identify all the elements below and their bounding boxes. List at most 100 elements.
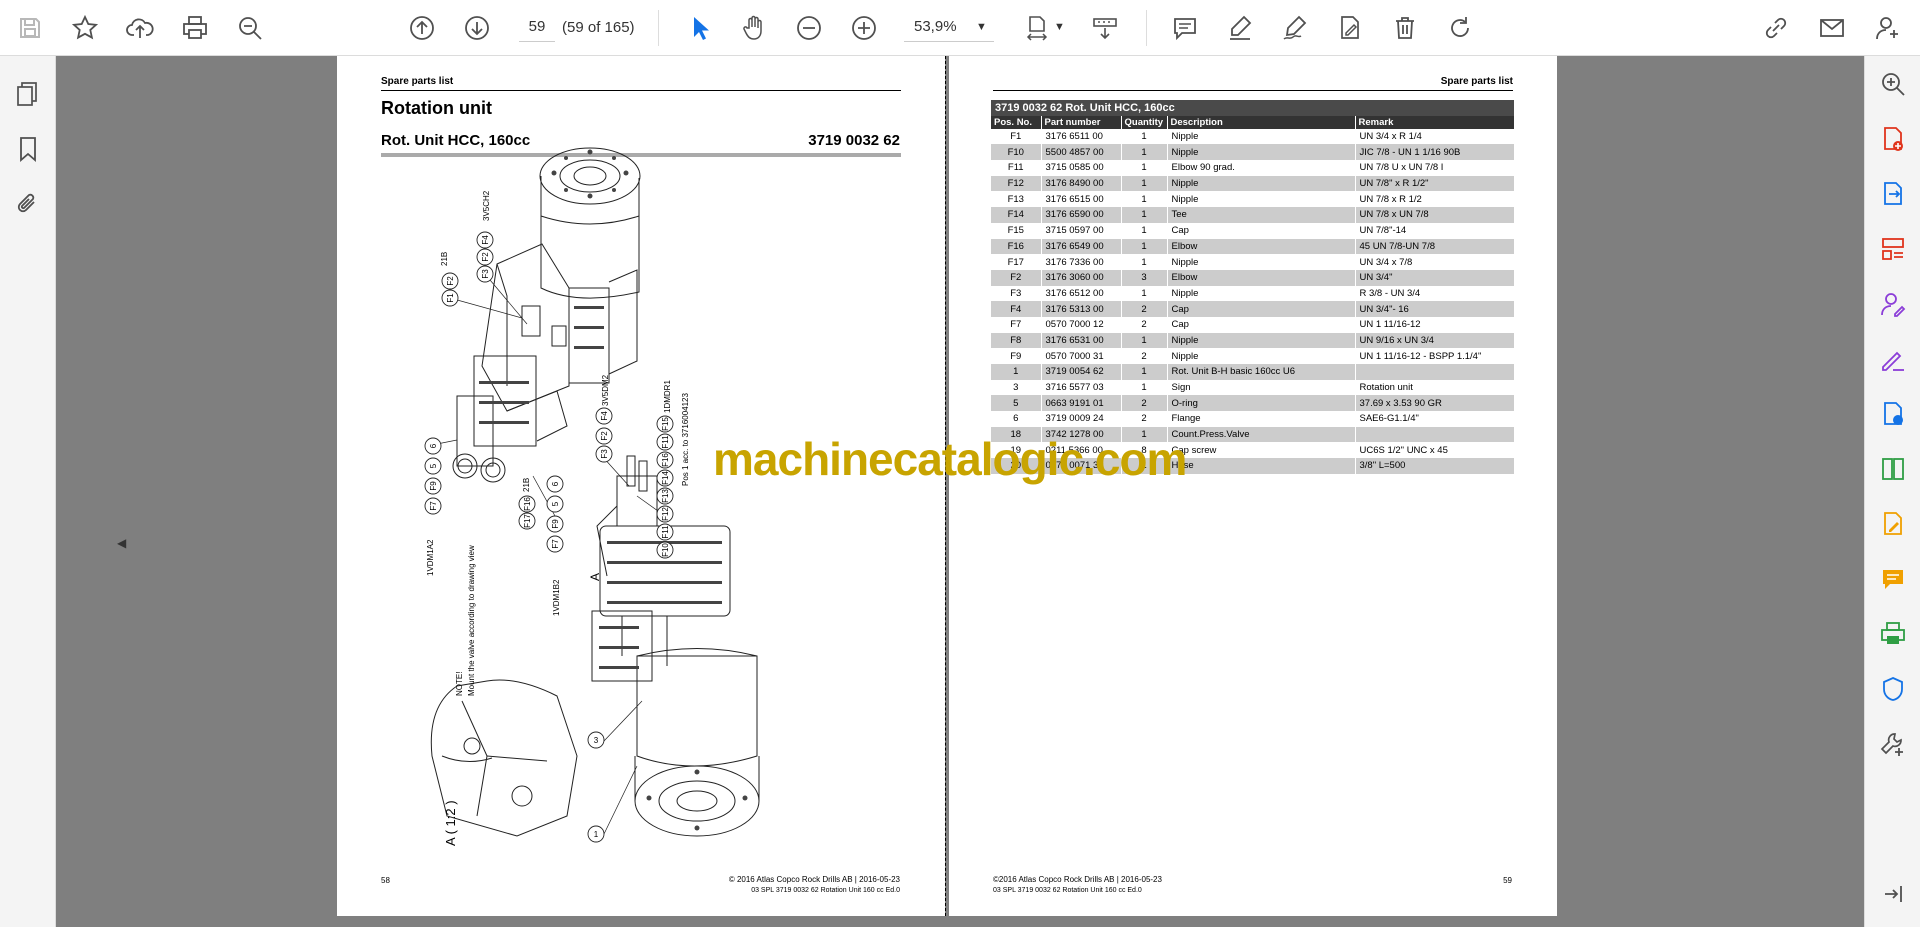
table-cell: 1 [1121,175,1168,192]
more-tools-icon[interactable] [1875,726,1911,762]
email-icon[interactable] [1814,10,1850,46]
table-cell: Nipple [1167,175,1356,192]
table-cell: Rotation unit [1355,379,1515,396]
compare-files-icon[interactable] [1875,451,1911,487]
previous-page-icon[interactable] [404,10,440,46]
table-cell: 3 [1121,269,1168,286]
cloud-upload-icon[interactable] [122,10,158,46]
fit-dropdown-icon[interactable]: ▼ [1054,21,1065,33]
balloon-label: 1 [594,830,599,839]
exploded-parts-drawing: F1 F2 F3 F2 F4 6 5 F9 F7 6 5 F9 F7 F4 F2… [424,147,760,846]
delete-icon[interactable] [1387,10,1423,46]
table-cell: 6 [991,411,1042,427]
table-cell: Nipple [1167,254,1356,270]
column-header: Description [1167,115,1356,129]
table-cell: UN 7/8"-14 [1355,222,1515,239]
print-production-icon[interactable] [1875,616,1911,652]
create-pdf-icon[interactable] [1875,121,1911,157]
table-cell: 0570 7000 12 [1041,316,1122,333]
detail-view-label: A ( 1:2 ) [443,800,458,846]
share-link-icon[interactable] [1758,10,1794,46]
rotate-icon[interactable] [1442,10,1478,46]
zoom-search-icon[interactable] [1875,66,1911,102]
table-cell: F4 [991,301,1042,317]
edit-pdf-icon[interactable] [1875,506,1911,542]
table-cell: UN 9/16 x UN 3/4 [1355,332,1515,349]
select-tool-icon[interactable] [682,10,718,46]
table-caption: 3719 0032 62 Rot. Unit HCC, 160cc [991,100,1515,116]
table-cell: 2 [1121,348,1168,364]
zoom-out-icon[interactable] [791,10,827,46]
hand-tool-icon[interactable] [736,10,772,46]
zoom-dropdown-icon[interactable]: ▼ [976,21,987,33]
table-cell: 3742 1278 00 [1041,426,1122,443]
search-icon[interactable] [232,10,268,46]
table-cell: 1 [1121,332,1168,349]
table-cell: F8 [991,332,1042,349]
table-cell: UN 3/4"- 16 [1355,301,1515,317]
request-signatures-icon[interactable] [1875,286,1911,322]
fit-page-icon[interactable] [1020,10,1056,46]
comment-icon[interactable] [1167,10,1203,46]
collapse-left-panel-icon[interactable]: ◀ [117,536,127,550]
table-cell: 2 [1121,395,1168,412]
attachments-icon[interactable] [10,186,46,222]
save-icon[interactable] [12,10,48,46]
table-cell: Elbow [1167,269,1356,286]
drawing-label: 1DMDR1 [663,380,672,413]
table-cell: Cap [1167,301,1356,317]
table-cell: Sign [1167,379,1356,396]
export-pdf-icon[interactable] [1875,176,1911,212]
organize-pages-icon[interactable] [1875,231,1911,267]
table-cell: UN 7/8 x UN 7/8 [1355,207,1515,223]
table-cell: F14 [991,207,1042,223]
table-cell: F10 [991,144,1042,161]
fill-and-sign-icon[interactable] [1875,341,1911,377]
left-navigation-rail [0,56,56,927]
protect-icon[interactable] [1875,671,1911,707]
balloon-label: F16 [661,453,670,467]
table-cell: F17 [991,254,1042,270]
comment-tool-icon[interactable] [1875,561,1911,597]
next-page-icon[interactable] [459,10,495,46]
table-cell: 8 [1121,442,1168,459]
fill-sign-icon[interactable] [1332,10,1368,46]
table-cell: 3176 6511 00 [1041,128,1122,145]
page-spread-divider [945,56,946,916]
table-cell: 1 [1121,285,1168,302]
table-cell: Nipple [1167,348,1356,364]
page-number-input[interactable] [519,12,555,42]
table-cell: 37.69 x 3.53 90 GR [1355,395,1515,412]
draw-icon[interactable] [1277,10,1313,46]
note-text: Mount the valve according to drawing vie… [467,545,476,696]
send-for-review-icon[interactable] [1875,396,1911,432]
table-cell: 20 [991,458,1042,474]
table-cell: 3715 0585 00 [1041,160,1122,176]
table-cell: Count.Press.Valve [1167,426,1356,443]
bookmarks-icon[interactable] [10,131,46,167]
table-cell: 3/8" L=500 [1355,458,1515,474]
scroll-mode-icon[interactable] [1087,10,1123,46]
print-icon[interactable] [177,10,213,46]
expand-panel-icon[interactable] [1875,876,1911,912]
page-header: Spare parts list [381,76,454,87]
table-cell: Nipple [1167,285,1356,302]
balloon-label: F11 [661,435,670,449]
table-cell: O-ring [1167,395,1356,412]
table-cell: 1 [1121,254,1168,270]
star-icon[interactable] [67,10,103,46]
account-icon[interactable] [1870,10,1906,46]
page-thumbnails-icon[interactable] [10,76,46,112]
balloon-label: 3 [594,736,599,745]
zoom-level-input[interactable] [904,12,994,42]
table-cell: R 3/8 - UN 3/4 [1355,285,1515,302]
table-cell: 3176 6590 00 [1041,207,1122,223]
toolbar-divider-2 [1146,10,1147,46]
zoom-in-icon[interactable] [846,10,882,46]
highlight-icon[interactable] [1222,10,1258,46]
